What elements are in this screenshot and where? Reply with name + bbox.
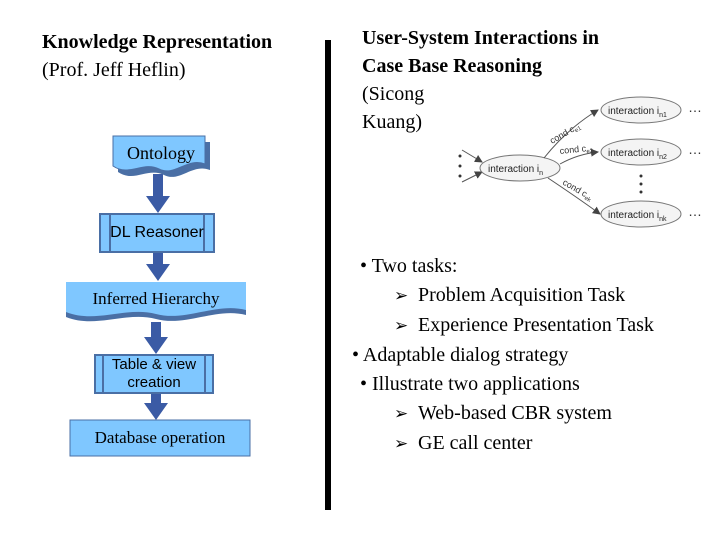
left-title: Knowledge Representation (Prof. Jeff Hef… [42, 28, 272, 84]
table-view-label-line2: creation [127, 374, 181, 391]
bullet-experience-presentation: ➢Experience Presentation Task [352, 311, 712, 341]
bullet-illustrate-applications: • Illustrate two applications [360, 373, 580, 395]
arrow-bullet-icon: ➢ [394, 404, 409, 424]
right-title: User-System Interactions in Case Base Re… [362, 24, 599, 136]
graph-node-2: interaction in2 [600, 138, 682, 166]
dl-reasoner-label: DL Reasoner [110, 224, 204, 241]
ontology-box: Ontology [112, 135, 210, 177]
svg-text:interaction in2: interaction in2 [608, 148, 667, 161]
arrow-ontology-to-dl [146, 174, 170, 213]
flow-arrows [144, 174, 170, 420]
bullet-web-cbr: ➢Web-based CBR system [352, 399, 712, 429]
graph-left-ellipsis [458, 154, 462, 178]
arrow-bullet-icon: ➢ [394, 286, 409, 306]
left-title-line1: Knowledge Representation [42, 31, 273, 53]
graph-edge-in-bottom [461, 171, 483, 183]
graph-edge-3 [547, 177, 601, 215]
graph-node-1: interaction in1 [600, 96, 682, 124]
graph-node-3: interaction ink [600, 200, 682, 228]
svg-text:interaction in1: interaction in1 [608, 106, 667, 119]
graph-ellipsis-1: … [688, 99, 702, 115]
graph-edge-3-label: cond cek [560, 177, 595, 204]
arrow-inferred-to-table [144, 322, 168, 354]
graph-edge-2-label: cond ce2 [559, 143, 594, 158]
right-title-line2: Case Base Reasoning [362, 55, 543, 77]
graph-ellipsis-3: … [688, 203, 702, 219]
table-view-creation-box: Table & view creation [94, 354, 214, 394]
interaction-graph: interaction in cond ce1 cond ce2 cond ce… [458, 96, 702, 228]
inferred-hierarchy-label: Inferred Hierarchy [92, 289, 220, 308]
bullet-list: • Two tasks: ➢Problem Acquisition Task ➢… [352, 252, 712, 459]
graph-edge-1 [543, 109, 599, 159]
database-operation-label: Database operation [94, 428, 226, 447]
arrow-dl-to-inferred [146, 252, 170, 281]
dl-reasoner-box: DL Reasoner [99, 213, 215, 253]
inferred-hierarchy-box: Inferred Hierarchy [66, 282, 246, 322]
bullet-problem-acquisition: ➢Problem Acquisition Task [352, 281, 712, 311]
graph-ellipsis-2: … [688, 141, 702, 157]
column-divider [325, 40, 331, 510]
table-view-label-line1: Table & view [111, 356, 197, 373]
svg-text:interaction in: interaction in [488, 164, 543, 177]
bullet-two-tasks: • Two tasks: [360, 255, 458, 277]
database-operation-box: Database operation [69, 419, 251, 457]
svg-text:interaction ink: interaction ink [608, 210, 667, 223]
left-title-line2: (Prof. Jeff Heflin) [42, 59, 186, 81]
graph-center-node: interaction in [479, 154, 561, 182]
right-title-line3: (Sicong [362, 83, 425, 105]
graph-middle-ellipsis [639, 174, 643, 194]
bullet-ge-call-center: ➢GE call center [352, 429, 712, 459]
ontology-label: Ontology [126, 142, 195, 163]
graph-edge-2 [559, 148, 599, 165]
arrow-table-to-db [144, 392, 168, 420]
arrow-bullet-icon: ➢ [394, 316, 409, 336]
right-title-line1: User-System Interactions in [362, 27, 600, 49]
graph-edge-in-top [461, 149, 483, 163]
bullet-adaptable-dialog: • Adaptable dialog strategy [352, 344, 569, 366]
table-view-label: Table & view creation [112, 356, 196, 392]
right-title-line4: Kuang) [362, 111, 422, 133]
arrow-bullet-icon: ➢ [394, 434, 409, 454]
